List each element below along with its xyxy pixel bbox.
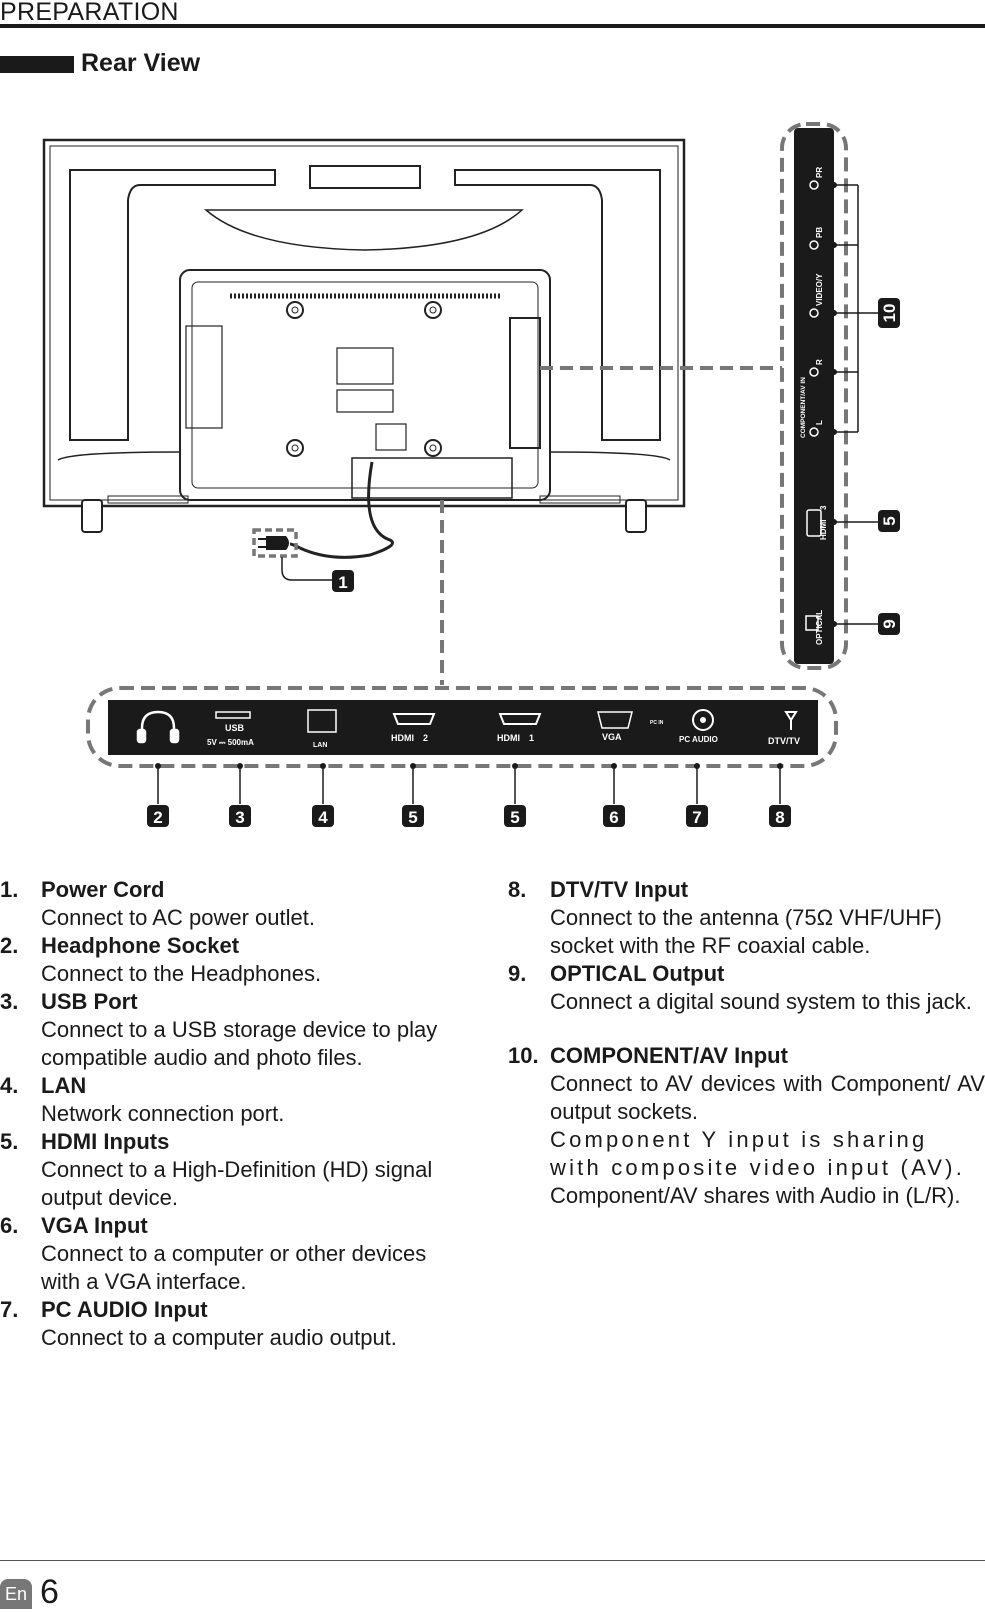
label-lan: LAN <box>313 742 327 749</box>
label-optical: OPTICAL <box>815 610 824 645</box>
section-marker <box>0 56 74 73</box>
callout-1: 1 <box>332 570 354 592</box>
label-l: L <box>815 420 824 425</box>
label-pb: PB <box>815 227 824 238</box>
callout-5-side: 5 <box>878 510 900 532</box>
callout-10: 10 <box>878 298 900 328</box>
callout-2: 2 <box>147 805 169 827</box>
power-plug-icon <box>252 528 340 581</box>
label-usb: USB <box>225 723 245 733</box>
label-hdmi1-num: 1 <box>529 733 534 743</box>
connector-dashes <box>440 366 782 685</box>
label-pr: PR <box>815 167 824 178</box>
footer-rule <box>0 1560 985 1561</box>
label-hdmi2: HDMI <box>391 733 414 743</box>
callout-8: 8 <box>769 805 791 827</box>
svg-text:5: 5 <box>510 808 519 827</box>
language-badge: En <box>0 1579 32 1609</box>
svg-text:7: 7 <box>692 808 701 827</box>
svg-text:4: 4 <box>318 808 328 827</box>
label-usb-rating: 5V ⎓ 500mA <box>207 738 254 747</box>
bottom-callout-lines <box>157 766 781 804</box>
callout-5b: 5 <box>504 805 526 827</box>
label-component-av-in: COMPONENT/AV IN <box>800 377 807 438</box>
callout-6: 6 <box>603 805 625 827</box>
label-hdmi3: HDMI <box>819 520 828 540</box>
page-number: 6 <box>40 1573 59 1611</box>
side-port-panel: PR PB VIDEO/Y R L COMPONENT/AV IN HDMI 3… <box>780 122 882 670</box>
svg-text:6: 6 <box>609 808 618 827</box>
label-r: R <box>815 359 824 365</box>
headphone-icon <box>136 710 180 744</box>
header-rule <box>0 24 985 28</box>
rear-view-diagram: PR PB VIDEO/Y R L COMPONENT/AV IN HDMI 3… <box>42 122 900 827</box>
callout-4: 4 <box>312 805 334 827</box>
callout-3: 3 <box>229 805 251 827</box>
svg-text:9: 9 <box>880 619 899 628</box>
label-vga: VGA <box>602 732 622 742</box>
page-header: PREPARATION <box>0 0 985 30</box>
callout-7: 7 <box>686 805 708 827</box>
svg-text:3: 3 <box>235 808 244 827</box>
tv-back-illustration <box>42 138 686 559</box>
label-pc-audio: PC AUDIO <box>679 735 718 744</box>
label-pc-in: PC IN <box>650 720 664 726</box>
svg-text:2: 2 <box>153 808 162 827</box>
svg-text:8: 8 <box>775 808 784 827</box>
callout-5a: 5 <box>402 805 424 827</box>
header-title: PREPARATION <box>0 0 179 26</box>
callout-9: 9 <box>878 613 900 635</box>
callout-badges: 1 2 3 4 5 5 6 7 8 10 5 9 <box>147 298 900 827</box>
section-title: Rear View <box>81 49 201 77</box>
label-video-y: VIDEO/Y <box>815 273 824 306</box>
svg-text:5: 5 <box>408 808 417 827</box>
label-dtv-tv: DTV/TV <box>768 736 800 746</box>
bottom-port-panel: USB 5V ⎓ 500mA LAN HDMI 2 HDMI 1 VGA PC … <box>86 686 838 804</box>
svg-text:10: 10 <box>880 304 899 323</box>
svg-text:1: 1 <box>338 573 347 592</box>
label-hdmi3-num: 3 <box>819 505 828 510</box>
svg-text:5: 5 <box>880 516 899 525</box>
label-hdmi1: HDMI <box>497 733 520 743</box>
label-hdmi2-num: 2 <box>423 733 428 743</box>
